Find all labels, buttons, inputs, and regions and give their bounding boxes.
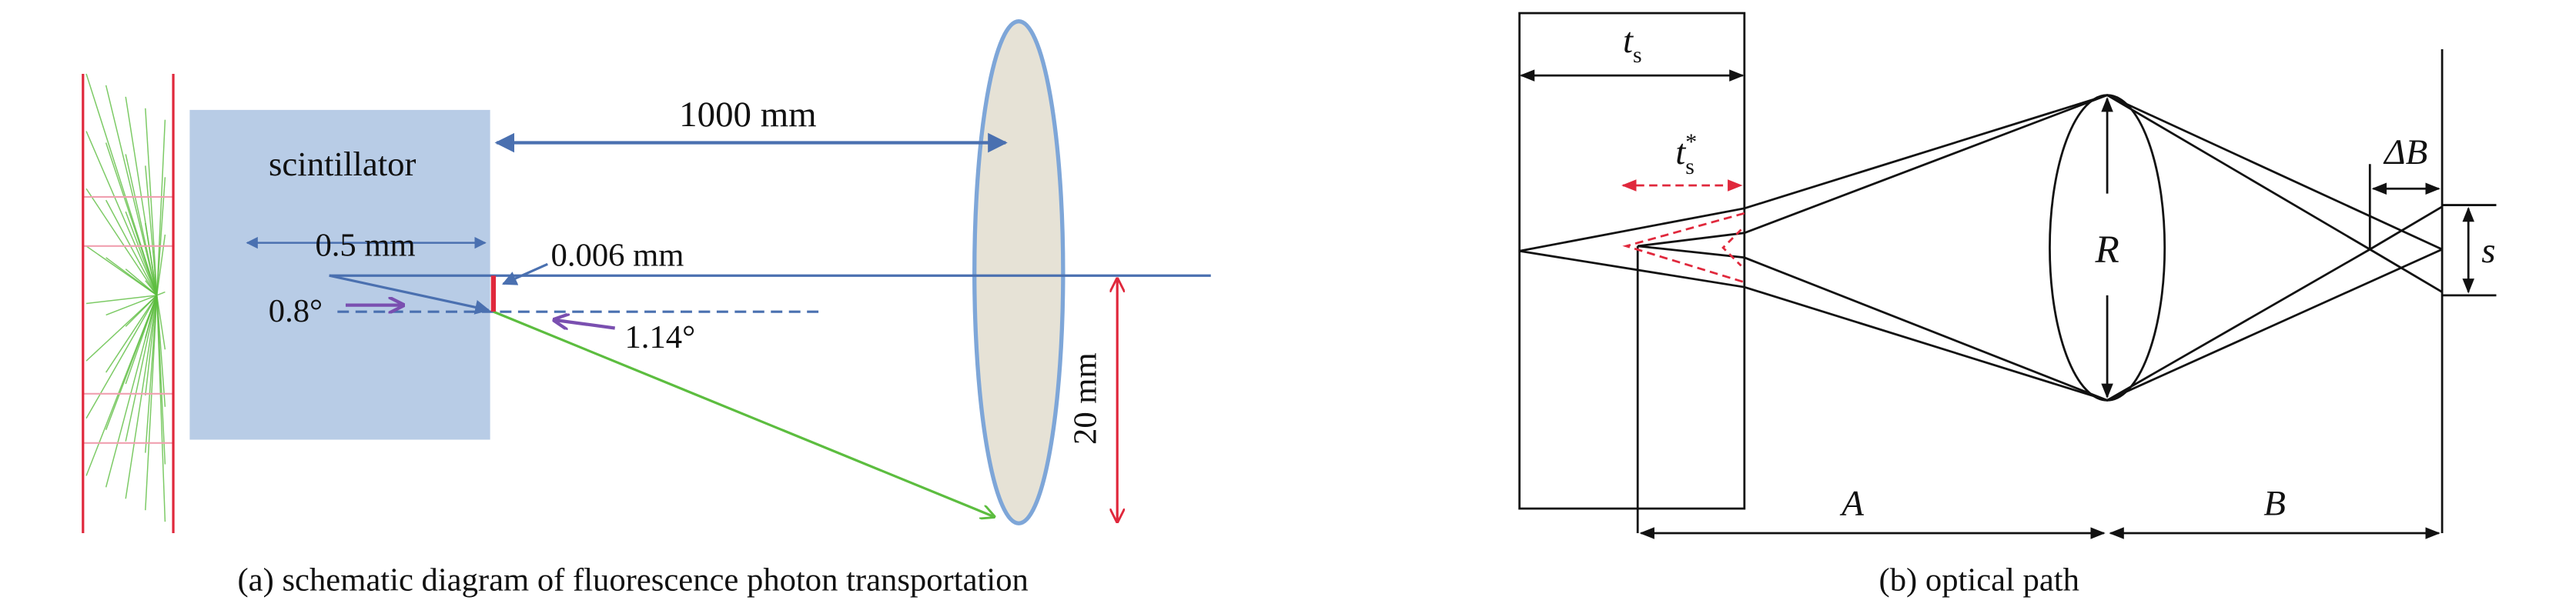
ts-label: ts <box>1623 21 1642 68</box>
scintillator-label: scintillator <box>269 145 417 183</box>
fan-ray <box>85 295 158 476</box>
angle-out-label: 1.14° <box>624 319 695 355</box>
distance-label: 1000 mm <box>679 95 817 135</box>
fan-ray <box>105 142 158 296</box>
angle-out-arrow <box>554 320 615 329</box>
scintillator-outline <box>1518 12 1746 510</box>
fan-ray <box>125 211 158 296</box>
defocus-label: ΔB <box>2383 132 2427 172</box>
fan-ray <box>145 108 158 295</box>
panel-b <box>1518 12 2497 539</box>
lens-r-label: R <box>2094 228 2119 272</box>
fan-ray <box>105 199 158 296</box>
fan-ray <box>105 295 158 373</box>
fan-ray <box>105 295 158 316</box>
fan-ray <box>85 188 158 296</box>
ray-4 <box>1638 205 2443 402</box>
ray-3 <box>1638 94 2443 293</box>
fan-ray <box>156 234 166 295</box>
fan-ray <box>145 280 158 296</box>
refracted-ray <box>493 310 994 517</box>
fan-ray <box>145 295 158 396</box>
spot-s-label: s <box>2481 231 2495 271</box>
panel-a: scintillator 1000 mm 0.5 mm 0.006 mm 0.8… <box>82 19 1211 599</box>
panel-b-labels: ts t*s R s ΔB A B (b) optical path <box>1623 21 2496 598</box>
fan-ray <box>156 119 166 295</box>
pixel-pointer-arrow <box>501 262 548 285</box>
fan-ray <box>85 295 157 305</box>
fan-ray <box>125 295 158 442</box>
fan-ray <box>105 257 158 296</box>
fan-ray <box>156 291 166 296</box>
fan-ray <box>85 131 158 296</box>
fan-ray <box>156 295 166 350</box>
fan-ray <box>105 295 158 488</box>
red-dashed-inner <box>1721 228 1742 267</box>
fan-ray <box>125 295 158 499</box>
incident-ray <box>329 274 490 315</box>
b-label: B <box>2263 484 2286 524</box>
fan-ray <box>85 295 158 419</box>
detector-fan <box>82 73 174 522</box>
ray-2 <box>1519 248 2443 402</box>
lens-height-label: 20 mm <box>1068 352 1104 445</box>
thickness-label: 0.5 mm <box>315 228 415 264</box>
fan-ray <box>85 295 158 362</box>
fan-ray <box>125 268 158 296</box>
fan-ray <box>156 177 166 295</box>
ts-star-label: t*s <box>1675 129 1697 179</box>
fan-ray <box>145 165 158 295</box>
pixel-label: 0.006 mm <box>551 237 684 273</box>
lens <box>972 19 1066 525</box>
fan-ray <box>156 295 166 522</box>
fan-ray <box>145 295 158 511</box>
angle-in-label: 0.8° <box>269 293 323 329</box>
red-dashed-outer <box>1622 212 1745 284</box>
a-label: A <box>1839 484 1864 524</box>
caption-a: (a) schematic diagram of fluorescence ph… <box>237 562 1028 599</box>
ray-1 <box>1519 94 2443 252</box>
fan-ray <box>125 154 158 295</box>
fan-ray <box>105 85 158 296</box>
fan-ray <box>145 222 158 295</box>
caption-b: (b) optical path <box>1879 562 2079 599</box>
